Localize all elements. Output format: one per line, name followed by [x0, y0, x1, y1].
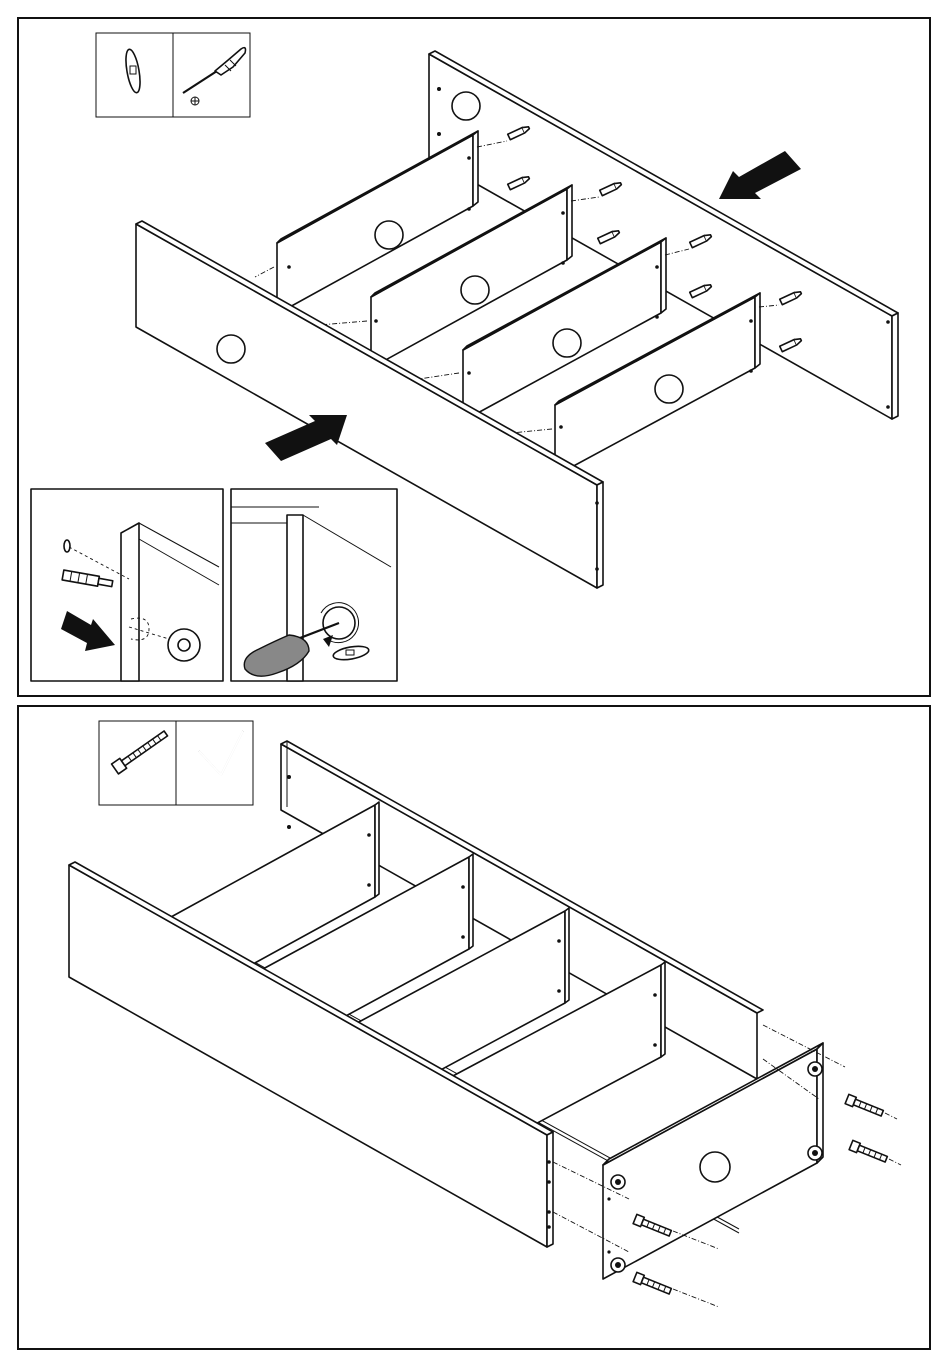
step-2-illustration: [19, 707, 933, 1352]
step-2-panel: [17, 705, 931, 1350]
tools-box: [96, 33, 250, 117]
arrow-icon: [719, 151, 801, 199]
confirmat-screw-icon: [112, 729, 170, 774]
step-1-panel: [17, 17, 931, 697]
handle-hole: [217, 335, 245, 363]
cam-disc-icon: [123, 48, 142, 93]
screwdriver-icon: [183, 48, 246, 105]
handle-hole: [452, 92, 480, 120]
tools-box: [99, 721, 253, 805]
detail-screwdriver: [231, 489, 397, 681]
allen-key-icon: [199, 731, 243, 775]
step-1-illustration: [19, 19, 933, 699]
detail-cam-insert: [31, 489, 223, 681]
handle-hole: [700, 1152, 730, 1182]
